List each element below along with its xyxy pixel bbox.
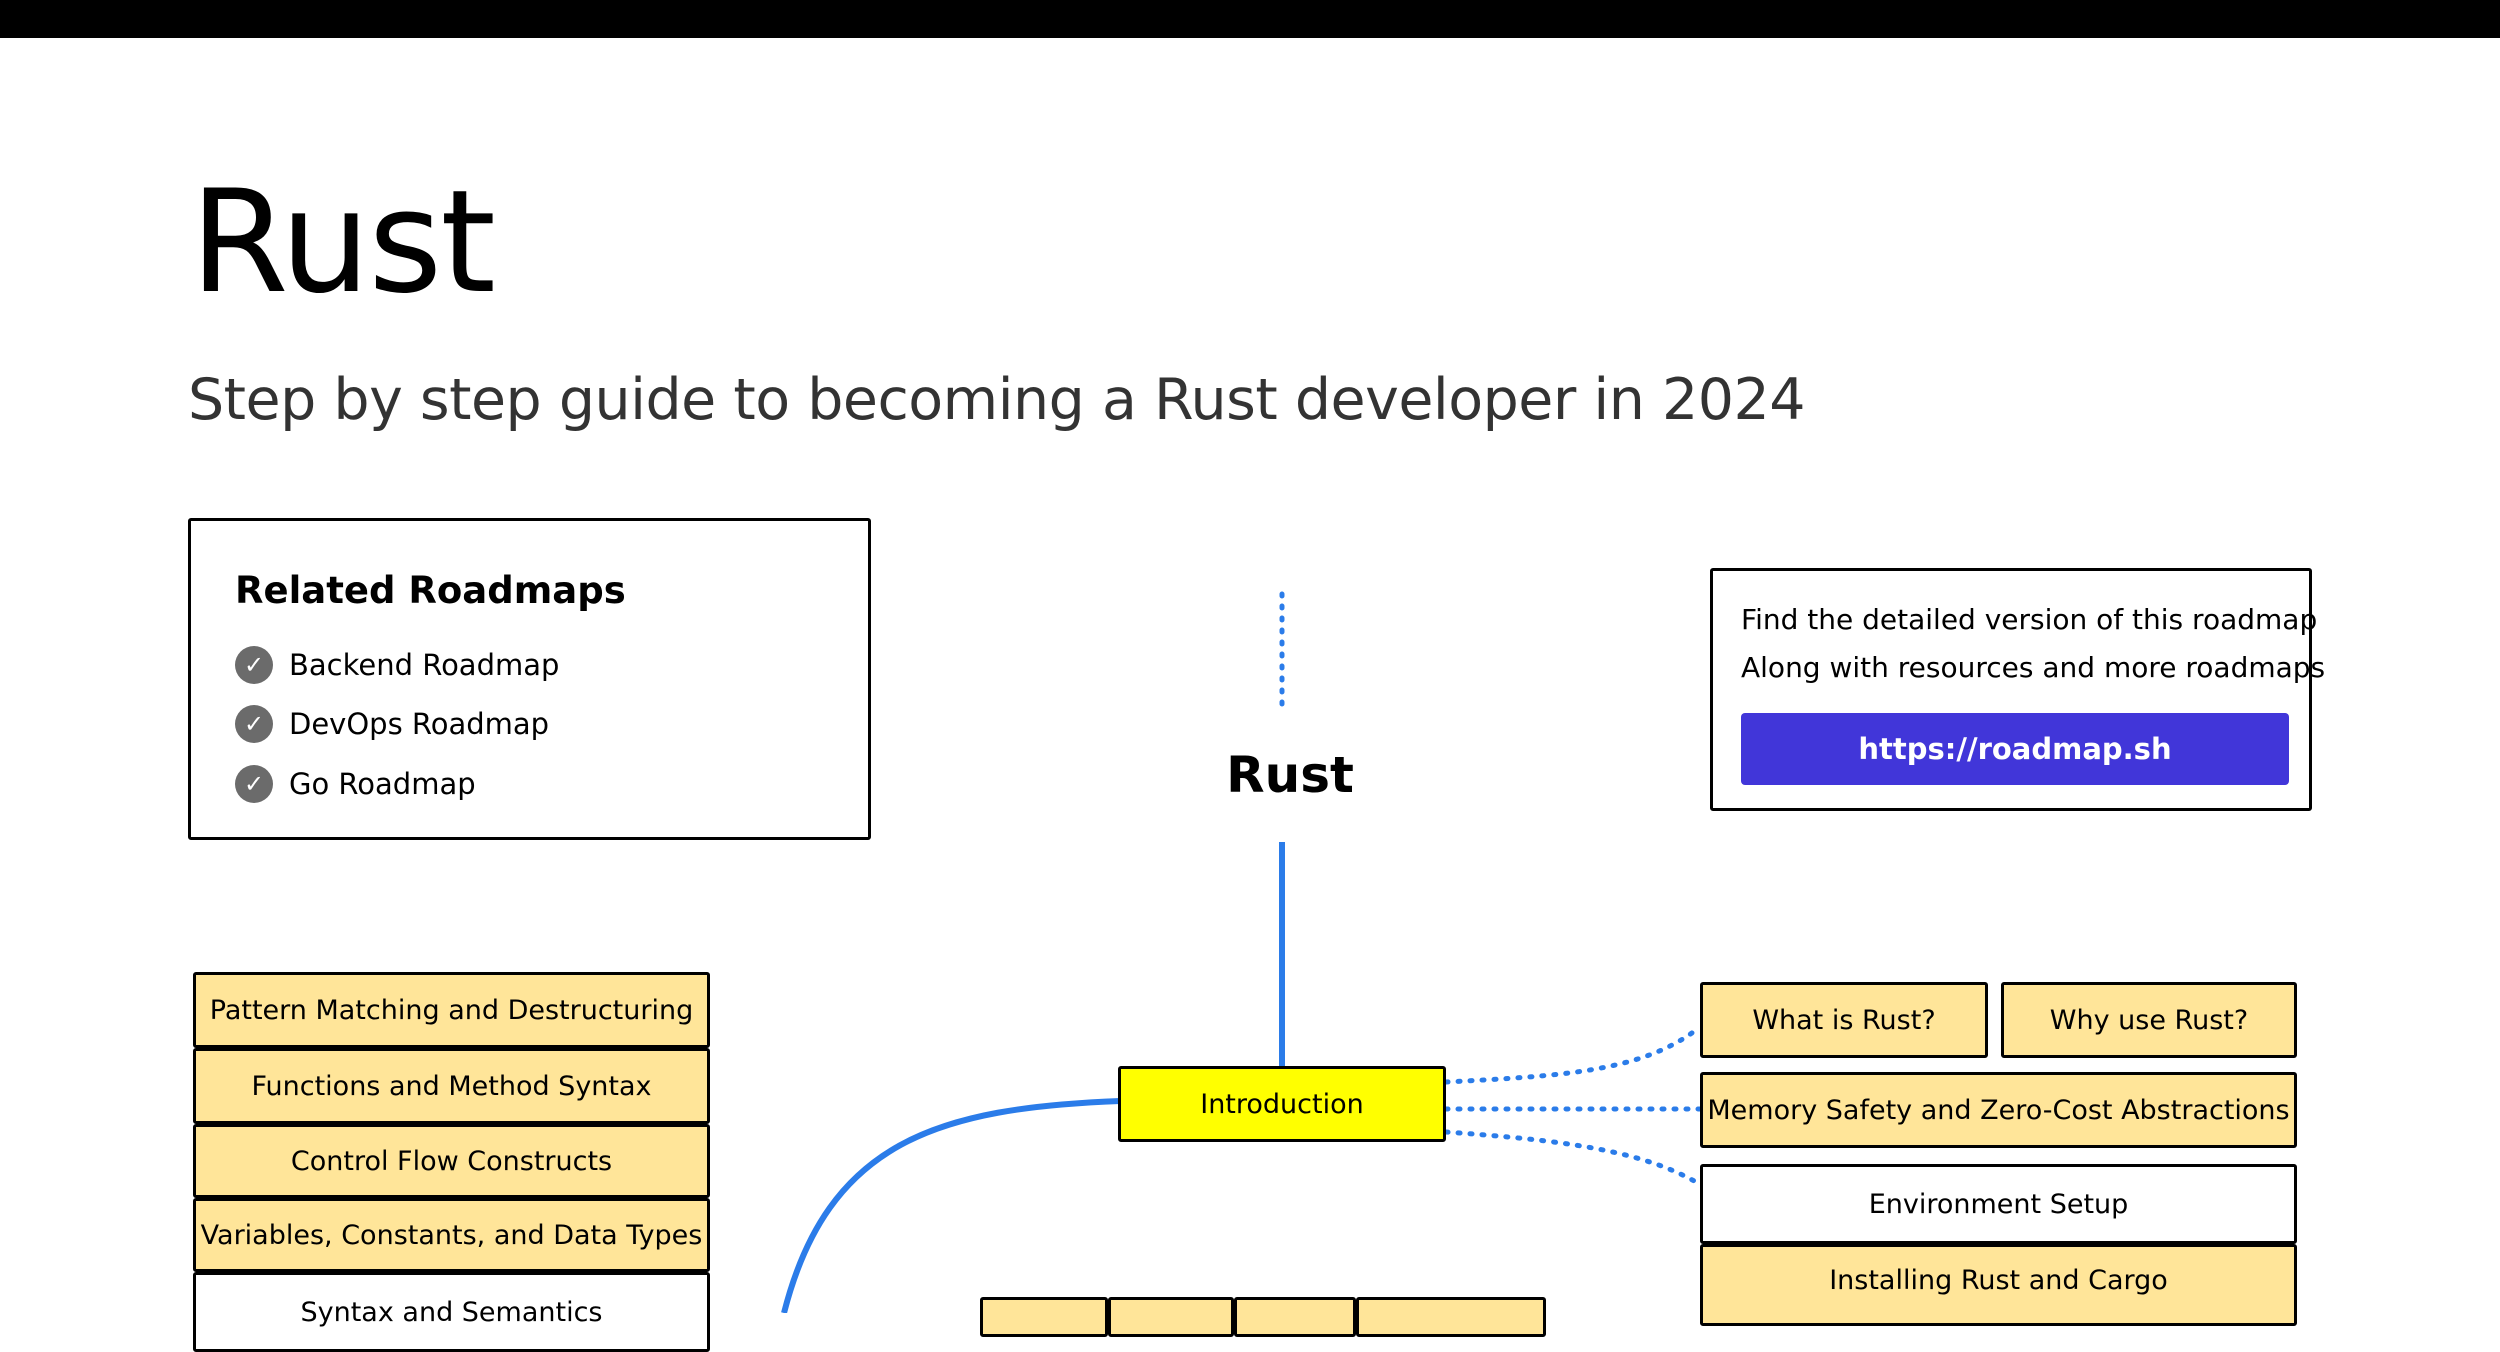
related-item-devops[interactable]: ✓ DevOps Roadmap <box>235 704 549 744</box>
page-title: Rust <box>190 160 496 325</box>
topic-functions-method-syntax[interactable]: Functions and Method Syntax <box>193 1048 710 1124</box>
related-item-label: DevOps Roadmap <box>289 707 550 741</box>
topic-installing-rust-cargo[interactable]: Installing Rust and Cargo <box>1700 1244 2297 1326</box>
roadmap-title: Rust <box>1226 746 1354 804</box>
check-circle-icon: ✓ <box>235 646 273 684</box>
topic-environment-setup[interactable]: Environment Setup <box>1700 1164 2297 1244</box>
topic-memory-safety[interactable]: Memory Safety and Zero-Cost Abstractions <box>1700 1072 2297 1148</box>
check-circle-icon: ✓ <box>235 705 273 743</box>
topic-partial-2[interactable] <box>1108 1297 1234 1337</box>
detailed-version-panel: Find the detailed version of this roadma… <box>1710 568 2325 811</box>
connector-lines <box>781 591 1703 1313</box>
related-item-go[interactable]: ✓ Go Roadmap <box>235 764 476 804</box>
topic-introduction[interactable]: Introduction <box>1118 1066 1446 1142</box>
related-roadmaps-panel: Related Roadmaps ✓ Backend Roadmap ✓ Dev… <box>188 518 871 840</box>
top-bar <box>0 0 2500 38</box>
topic-partial-3[interactable] <box>1234 1297 1356 1337</box>
promo-line-1: Find the detailed version of this roadma… <box>1741 603 2318 636</box>
topic-pattern-matching[interactable]: Pattern Matching and Destructuring <box>193 972 710 1048</box>
related-item-label: Go Roadmap <box>289 767 476 801</box>
check-circle-icon: ✓ <box>235 765 273 803</box>
related-item-label: Backend Roadmap <box>289 648 560 682</box>
topic-partial-1[interactable] <box>980 1297 1108 1337</box>
dotted-connector-env <box>1443 1129 1699 1185</box>
promo-line-2: Along with resources and more roadmaps <box>1741 651 2326 684</box>
topic-variables-constants[interactable]: Variables, Constants, and Data Types <box>193 1198 710 1272</box>
related-roadmaps-heading: Related Roadmaps <box>235 569 626 612</box>
curve-connector-left <box>781 1098 1121 1313</box>
topic-control-flow[interactable]: Control Flow Constructs <box>193 1124 710 1198</box>
page-subtitle: Step by step guide to becoming a Rust de… <box>188 367 1806 433</box>
topic-why-use-rust[interactable]: Why use Rust? <box>2001 982 2297 1058</box>
topic-partial-4[interactable] <box>1356 1297 1546 1337</box>
topic-syntax-semantics[interactable]: Syntax and Semantics <box>193 1272 710 1352</box>
roadmap-link-button[interactable]: https://roadmap.sh <box>1741 713 2289 785</box>
related-item-backend[interactable]: ✓ Backend Roadmap <box>235 645 559 685</box>
dotted-connector-what <box>1443 1027 1699 1085</box>
topic-what-is-rust[interactable]: What is Rust? <box>1700 982 1988 1058</box>
